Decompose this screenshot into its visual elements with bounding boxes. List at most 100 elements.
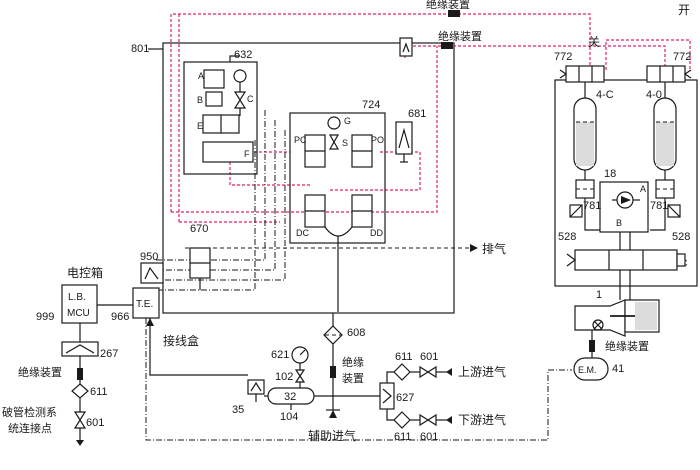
actuator-1: 1 [574,270,660,337]
label-1: 1 [596,289,602,301]
exhaust-line: 排气 [185,241,506,256]
label-104: 104 [280,411,298,423]
label-528-left: 528 [558,231,576,243]
valve-35: 35 [232,379,268,416]
pump-label-A: A [640,184,646,194]
label-C: C [247,94,254,104]
mcu-label: MCU [67,308,90,319]
label-724: 724 [362,99,380,111]
label-35: 35 [232,404,244,416]
bottom-return-line [145,318,572,441]
label-B: B [197,95,203,105]
downstream-intake-label: 下游进气 [458,412,506,427]
insulator-left-label: 绝缘装置 [18,365,62,379]
label-611-bottom: 611 [394,431,412,443]
break-detect-label-1: 破管检测系 [2,405,57,419]
label-999: 999 [36,311,54,323]
label-4c: 4-C [596,89,614,101]
label-611-top: 611 [395,351,413,363]
label-681: 681 [408,108,426,120]
label-621: 621 [271,349,289,361]
left-signal-chain: 267 绝缘装置 611 601 破管检测系 统连接点 [2,323,118,446]
insulator-top-label-2: 绝缘装置 [438,29,482,43]
tank-32: 32 104 [267,387,315,423]
label-18: 18 [604,168,616,180]
accumulator-4c: 4-C [573,82,614,180]
upstream-intake-label: 上游进气 [458,364,506,379]
label-632: 632 [234,49,252,61]
label-S: S [342,138,348,148]
label-DD: DD [370,228,383,238]
pump-18: 18 A B [599,168,649,233]
filters-781: 781 781 528 528 [558,179,690,243]
label-601-left: 601 [86,417,104,429]
insulator-top-label-1: 绝缘装置 [426,0,470,11]
pump-label-B: B [616,218,622,228]
label-G: G [344,116,351,126]
label-601-top: 601 [420,351,438,363]
insulator-right: 绝缘装置 [589,330,649,358]
label-102: 102 [275,371,293,383]
on-label: 开 [678,3,690,17]
label-781-left: 781 [583,200,601,212]
solenoid-772-left: 772 关 [554,35,605,83]
valve-670: 670 [189,223,211,290]
solenoid-block-632: 632 A B E F C [183,49,258,175]
exhaust-label: 排气 [482,241,506,256]
valve-manifold-724: 724 G S PC PO DC DD [289,99,386,312]
label-41: 41 [612,363,624,375]
te-output-line [146,318,248,376]
label-608: 608 [347,327,365,339]
label-781-right: 781 [650,200,668,212]
electric-box-label: 电控箱 [67,265,103,280]
em-label: E.M. [578,365,597,375]
shuttle-valve-627: 627 [379,371,414,421]
label-267: 267 [100,348,118,360]
off-label: 关 [588,35,600,49]
label-627: 627 [396,392,414,404]
label-4o: 4-0 [646,89,662,101]
top-sensor [399,37,413,57]
pink-control-lines [170,13,691,223]
actuator-cabinet [554,79,698,287]
label-772-right: 772 [673,51,691,63]
aux-intake-line: 绝缘 装置 辅助进气 [308,355,380,443]
label-PO: PO [371,135,384,145]
label-611-left: 611 [90,386,108,398]
filter-608: 608 [323,313,365,366]
module-950: 950 [140,251,164,284]
te-label: T.E. [136,299,153,310]
directional-valve: C [566,232,688,271]
internal-dashdot-lines [155,110,286,291]
label-801: 801 [131,43,149,55]
upstream-intake: 611 601 上游进气 [393,351,506,381]
label-528-right: 528 [672,231,690,243]
label-F: F [244,149,250,159]
label-950: 950 [140,251,158,263]
label-DC: DC [296,228,309,238]
label-670: 670 [190,223,208,235]
pressure-gauge-621: 621 102 [271,346,309,388]
insulator-mid-label-2: 装置 [342,372,364,385]
encoder-em-41: E.M. 41 [573,357,624,381]
label-32: 32 [284,391,296,403]
break-detect-label-2: 统连接点 [8,422,52,435]
label-E: E [197,121,203,131]
lb-label: L.B. [68,292,86,303]
insulator-mid-label-1: 绝缘 [342,355,364,369]
label-A: A [198,71,204,81]
insulator-right-label: 绝缘装置 [605,339,649,353]
solenoid-772-right: 772 开 [646,3,691,83]
insulator-top: 绝缘装置 绝缘装置 [426,0,482,49]
label-966: 966 [111,311,129,323]
label-601-bottom: 601 [420,431,438,443]
junction-box-label: 接线盒 [163,333,199,348]
electric-control-box: 电控箱 L.B. MCU 999 T.E. 966 接线盒 [36,265,199,348]
accumulator-4o: 4-0 [646,82,677,180]
downstream-intake: 611 601 下游进气 [393,411,506,443]
aux-intake-label: 辅助进气 [308,428,356,443]
control-cabinet-801: 801 [131,42,455,314]
label-PC: PC [294,135,307,145]
label-772-left: 772 [554,51,572,63]
